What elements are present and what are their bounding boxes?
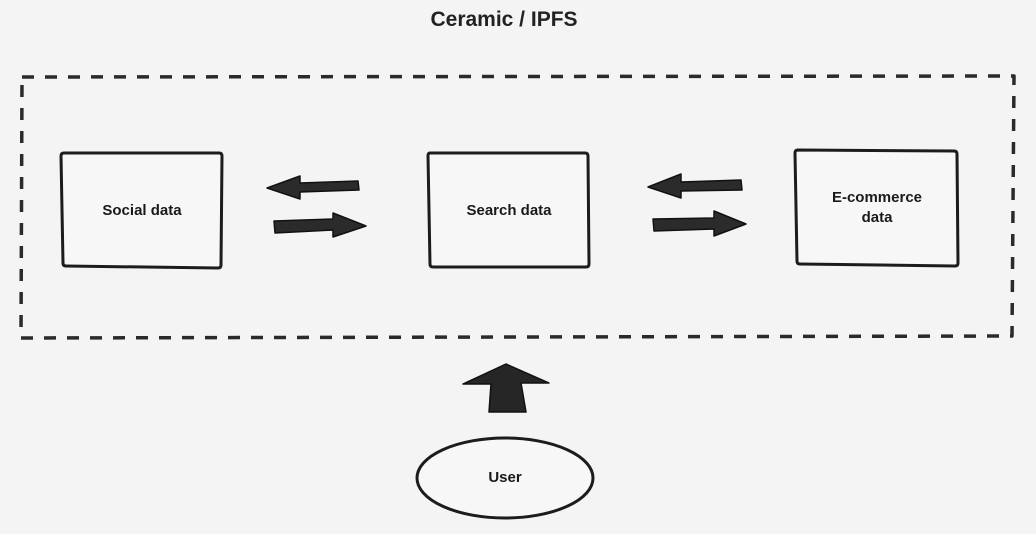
ceramic-ipfs-container — [19, 74, 1016, 340]
arrow-user-to-search — [462, 363, 550, 413]
social-data-box[interactable] — [59, 151, 224, 270]
search-data-label: Search data — [466, 202, 552, 219]
ecommerce-data-label: E-commerce data — [831, 189, 923, 226]
user-label: User — [488, 469, 522, 486]
search-data-box[interactable] — [426, 151, 591, 269]
ecommerce-data-box[interactable] — [793, 148, 960, 268]
arrow-search-to-ecommerce — [652, 210, 747, 237]
arrow-search-to-social — [266, 175, 360, 200]
user-ellipse[interactable] — [415, 436, 595, 520]
diagram-title: Ceramic / IPFS — [430, 8, 578, 31]
arrow-ecommerce-to-search — [647, 173, 743, 199]
arrow-social-to-search — [273, 212, 367, 238]
social-data-label: Social data — [102, 202, 182, 219]
